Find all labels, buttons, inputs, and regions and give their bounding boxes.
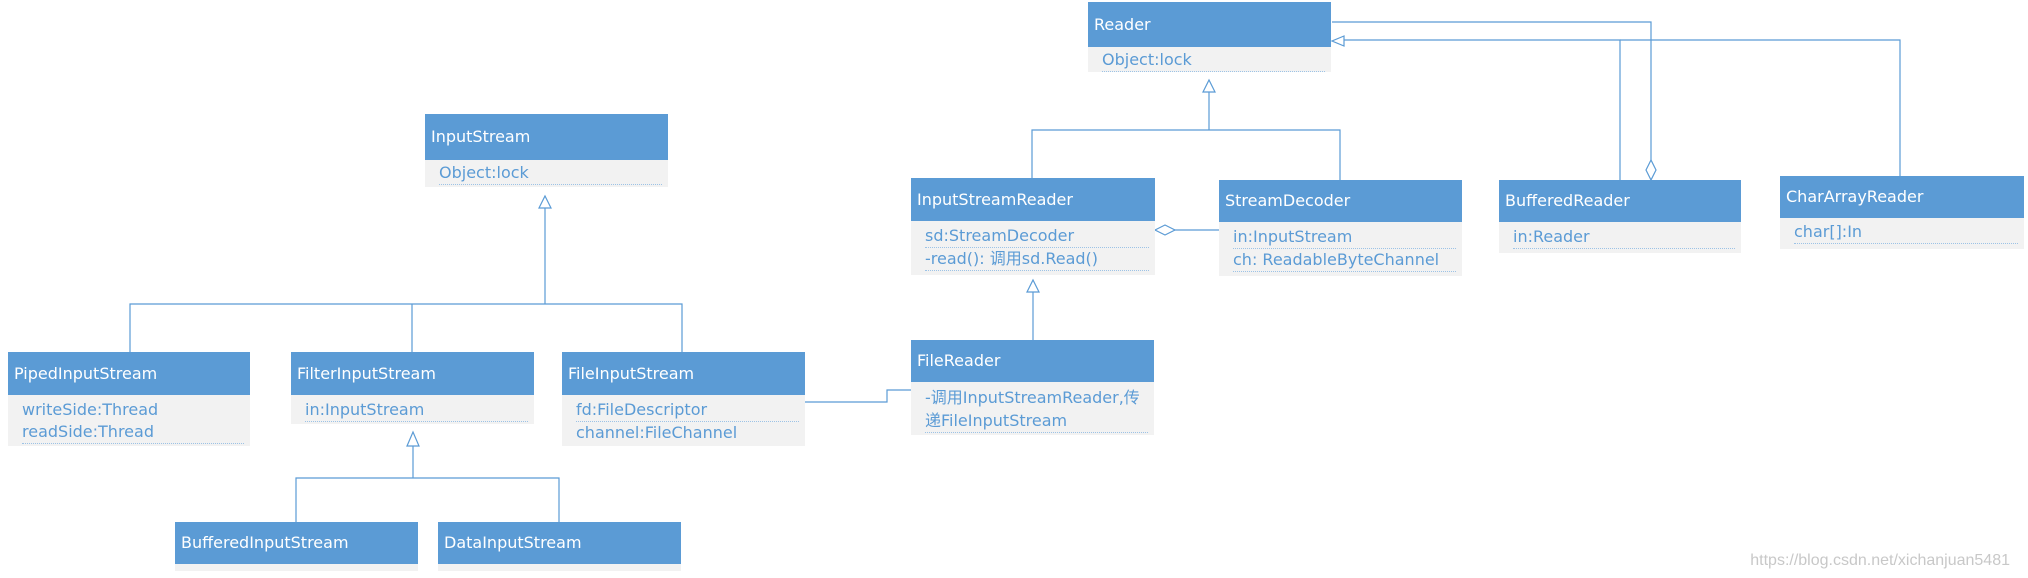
class-body: in:Reader [1499, 222, 1741, 253]
class-field: Object:lock [439, 162, 662, 185]
filterinputstream-tree [295, 440, 560, 522]
class-streamdecoder: StreamDecoder in:InputStream ch: Readabl… [1219, 180, 1462, 276]
reader-arrowhead [1202, 78, 1216, 93]
class-field: channel:FileChannel [576, 423, 738, 442]
streamdecoder-aggregation-diamond [1153, 224, 1177, 236]
class-inputstream: InputStream Object:lock [425, 114, 668, 187]
class-body: in:InputStream ch: ReadableByteChannel [1219, 222, 1462, 276]
class-name: InputStreamReader [911, 178, 1155, 221]
reader-right-arrowhead [1330, 35, 1345, 47]
inputstream-arrowhead [538, 194, 552, 209]
class-bufferedreader: BufferedReader in:Reader [1499, 180, 1741, 253]
class-field: in:Reader [1513, 226, 1735, 249]
bufferedreader-aggregation-diamond [1645, 158, 1657, 182]
class-name: BufferedReader [1499, 180, 1741, 222]
class-body: in:InputStream [291, 395, 534, 424]
class-method: -调用InputStreamReader,传递FileInputStream [925, 386, 1148, 433]
class-field: ch: ReadableByteChannel [1233, 249, 1456, 272]
class-name: InputStream [425, 114, 668, 160]
inputstreamreader-arrowhead [1026, 278, 1040, 293]
class-body: -调用InputStreamReader,传递FileInputStream [911, 382, 1154, 435]
chararrayreader-inherit-line [1620, 39, 1901, 176]
class-field: Object:lock [1102, 49, 1325, 72]
class-name: CharArrayReader [1780, 176, 2024, 218]
class-field: char[]:In [1794, 221, 2018, 244]
class-body: Object:lock [425, 160, 668, 187]
class-field: in:InputStream [1233, 226, 1456, 249]
class-field: fd:FileDescriptor [576, 399, 799, 422]
class-filterinputstream: FilterInputStream in:InputStream [291, 352, 534, 424]
class-body [175, 564, 418, 571]
class-field: readSide:Thread [22, 421, 244, 444]
class-pipedinputstream: PipedInputStream writeSide:Thread readSi… [8, 352, 250, 446]
class-body: char[]:In [1780, 218, 2024, 249]
class-body: Object:lock [1088, 47, 1331, 72]
watermark: https://blog.csdn.net/xichanjuan5481 [1750, 552, 2010, 569]
class-body: sd:StreamDecoder -read(): 调用sd.Read() [911, 221, 1155, 275]
reader-tree [1031, 92, 1341, 180]
class-inputstreamreader: InputStreamReader sd:StreamDecoder -read… [911, 178, 1155, 275]
class-name: FilterInputStream [291, 352, 534, 395]
class-field: sd:StreamDecoder [925, 225, 1149, 248]
inputstream-tree [129, 196, 683, 352]
class-body: writeSide:Thread readSide:Thread [8, 395, 250, 446]
class-chararrayreader: CharArrayReader char[]:In [1780, 176, 2024, 249]
class-name: BufferedInputStream [175, 522, 418, 564]
class-body: fd:FileDescriptor channel:FileChannel [562, 395, 805, 446]
fileinputstream-filereader-line [805, 389, 912, 403]
class-name: FileInputStream [562, 352, 805, 395]
class-field: in:InputStream [305, 399, 528, 422]
class-field: writeSide:Thread [22, 400, 159, 419]
class-name: DataInputStream [438, 522, 681, 564]
class-reader: Reader Object:lock [1088, 2, 1331, 72]
class-fileinputstream: FileInputStream fd:FileDescriptor channe… [562, 352, 805, 446]
bufferedreader-inherit-line [1340, 39, 1621, 180]
class-name: StreamDecoder [1219, 180, 1462, 222]
class-datainputstream: DataInputStream [438, 522, 681, 571]
class-bufferedinputstream: BufferedInputStream [175, 522, 418, 571]
class-body [438, 564, 681, 571]
class-filereader: FileReader -调用InputStreamReader,传递FileIn… [911, 340, 1154, 435]
bufferedreader-aggregation-line [1332, 21, 1652, 160]
class-name: Reader [1088, 2, 1331, 47]
class-name: FileReader [911, 340, 1154, 382]
class-method: -read(): 调用sd.Read() [925, 248, 1149, 271]
filterinputstream-arrowhead [406, 430, 420, 447]
class-name: PipedInputStream [8, 352, 250, 395]
